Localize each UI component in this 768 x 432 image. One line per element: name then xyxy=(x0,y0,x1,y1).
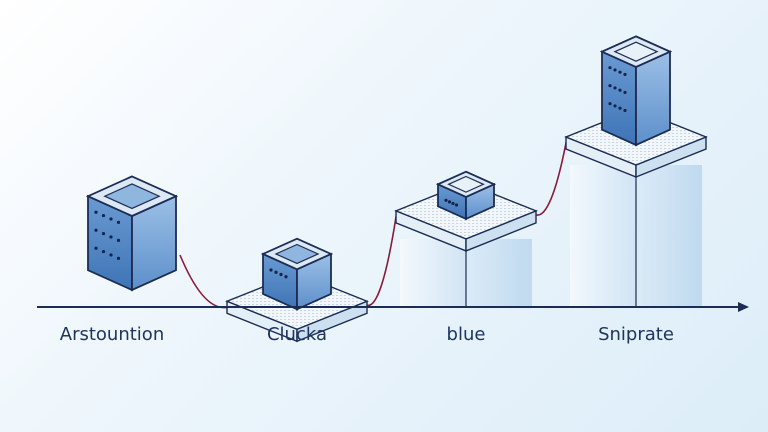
cube-vent-dot xyxy=(454,203,459,207)
cube-vent-dot xyxy=(613,86,617,90)
cube-vent-dot xyxy=(94,210,98,214)
x-axis-arrow-icon xyxy=(738,302,749,312)
cube-vent-dot xyxy=(618,88,622,92)
category-label: Sniprate xyxy=(598,324,674,345)
cube-vent-dot xyxy=(623,72,627,77)
cube-top-inset xyxy=(613,41,659,62)
cube-vent-dot xyxy=(608,84,612,88)
cube-vent-dot xyxy=(451,201,455,206)
cube-vent-dot xyxy=(94,246,98,250)
cube-vent-dot xyxy=(279,272,283,277)
cube-vent-dot xyxy=(101,249,106,254)
cube-vent-dot xyxy=(284,275,288,279)
cube-vent-dot xyxy=(116,238,121,242)
cube-vent-dot xyxy=(269,268,273,272)
category-label: Clucka xyxy=(267,324,327,345)
cube-vent-dot xyxy=(444,198,448,202)
cube-vent-dot xyxy=(608,102,612,106)
cube-top-inset xyxy=(274,243,320,265)
column-right-face xyxy=(636,164,702,307)
cube-top-inset xyxy=(103,183,161,210)
cube-vent-dot xyxy=(623,90,627,95)
cube-vent-dot xyxy=(101,213,106,218)
cube-vent-dot xyxy=(618,106,622,110)
cube-top-inset xyxy=(447,175,485,193)
cube-vent-dot xyxy=(116,256,121,260)
cube-vent-dot xyxy=(274,270,278,274)
cube-vent-dot xyxy=(94,228,98,232)
category-label: Arstountion xyxy=(60,324,164,345)
column-left-face xyxy=(400,238,466,307)
cube-left-face xyxy=(601,50,637,147)
cube-vent-dot xyxy=(623,108,627,113)
cube-vent-dot xyxy=(109,235,113,239)
category-label: blue xyxy=(447,324,486,345)
cube-vent-dot xyxy=(109,253,113,257)
cube-vent-dot xyxy=(618,70,622,74)
cube-vent-dot xyxy=(116,220,121,224)
column-left-face xyxy=(570,164,636,307)
cube-vent-dot xyxy=(109,217,113,221)
column-right-face xyxy=(466,238,532,307)
cube-vent-dot xyxy=(613,104,617,108)
cube-vent-dot xyxy=(101,231,106,236)
cube-vent-dot xyxy=(608,66,612,70)
cube-vent-dot xyxy=(447,200,452,204)
cube-right-face xyxy=(635,50,671,147)
cube-vent-dot xyxy=(613,68,617,72)
